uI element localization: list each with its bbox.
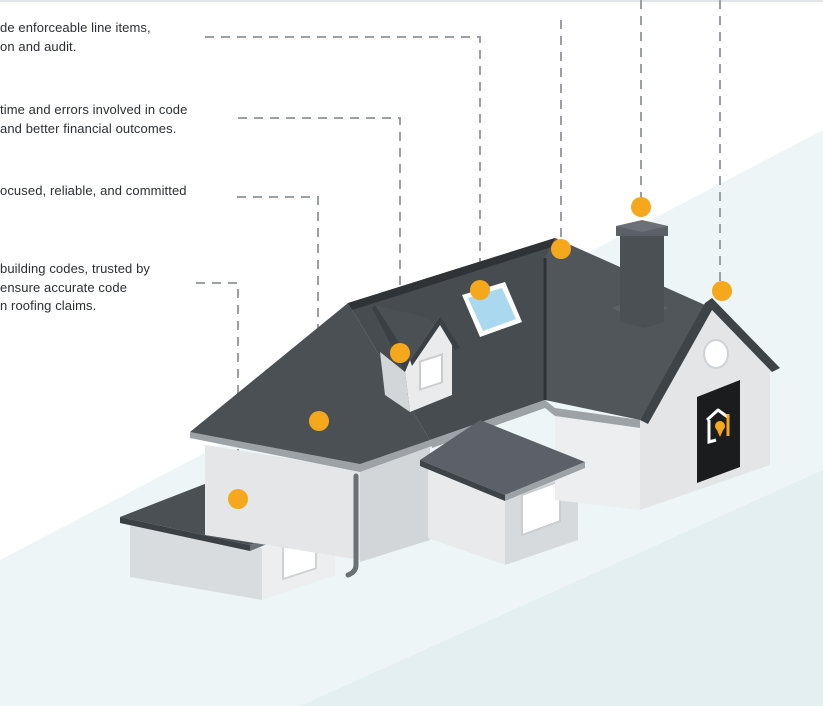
- callout-building-codes: building codes, trusted by ensure accura…: [0, 260, 150, 316]
- callout-line: on and audit.: [0, 38, 77, 54]
- marker-dot: [390, 343, 410, 363]
- marker-dot: [712, 281, 732, 301]
- marker-dot: [470, 280, 490, 300]
- callout-line: n roofing claims.: [0, 298, 97, 313]
- main-walls: [205, 305, 770, 565]
- callout-enforceable-items: de enforceable line items, on and audit.: [0, 19, 151, 56]
- marker-dot: [309, 411, 329, 431]
- callout-line: time and errors involved in code: [0, 102, 188, 117]
- callout-line: ensure accurate code: [0, 279, 128, 295]
- callout-focused-reliable: ocused, reliable, and committed: [0, 182, 187, 201]
- marker-dot: [631, 197, 651, 217]
- bumpout-window: [521, 479, 561, 537]
- chimney: [612, 220, 668, 328]
- callout-line: ocused, reliable, and committed: [0, 183, 187, 198]
- markers: [228, 197, 732, 509]
- leader-line-2: [238, 117, 401, 352]
- dormer: [372, 305, 460, 412]
- callout-line: building codes, trusted by: [0, 261, 151, 276]
- house-pin-logo-icon: [705, 408, 730, 444]
- top-divider: [0, 0, 823, 2]
- round-gable-window: [703, 339, 729, 369]
- marker-dot: [228, 489, 248, 509]
- marker-dot: [551, 239, 571, 259]
- callout-time-and-errors: time and errors involved in code and bet…: [0, 101, 187, 138]
- dormer-window: [419, 353, 443, 391]
- downspout: [345, 473, 359, 578]
- callout-line: and better financial outcomes.: [0, 120, 177, 136]
- leader-line-1: [205, 36, 481, 290]
- callout-line: de enforceable line items,: [0, 20, 151, 35]
